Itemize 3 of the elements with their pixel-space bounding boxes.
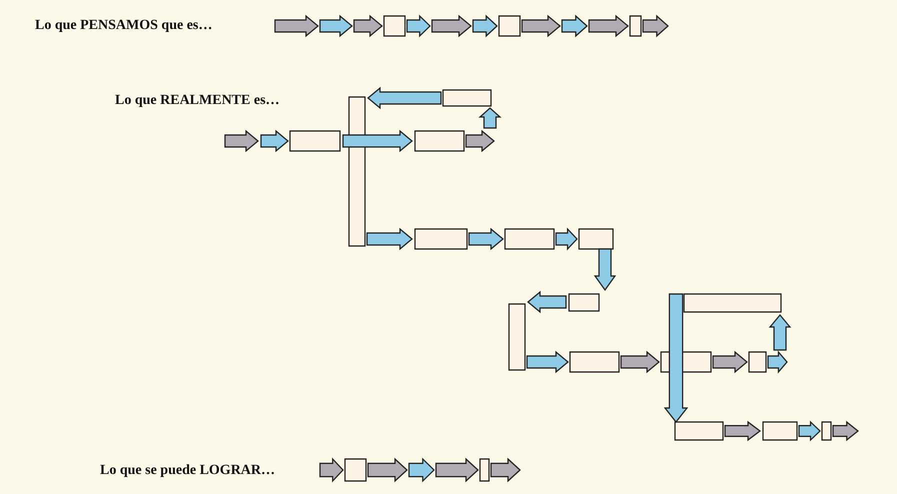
row-label: Lo que PENSAMOS que es… — [35, 18, 212, 34]
row-label: Lo que REALMENTE es… — [115, 93, 280, 109]
row-label: Lo que se puede LOGRAR… — [100, 463, 276, 479]
